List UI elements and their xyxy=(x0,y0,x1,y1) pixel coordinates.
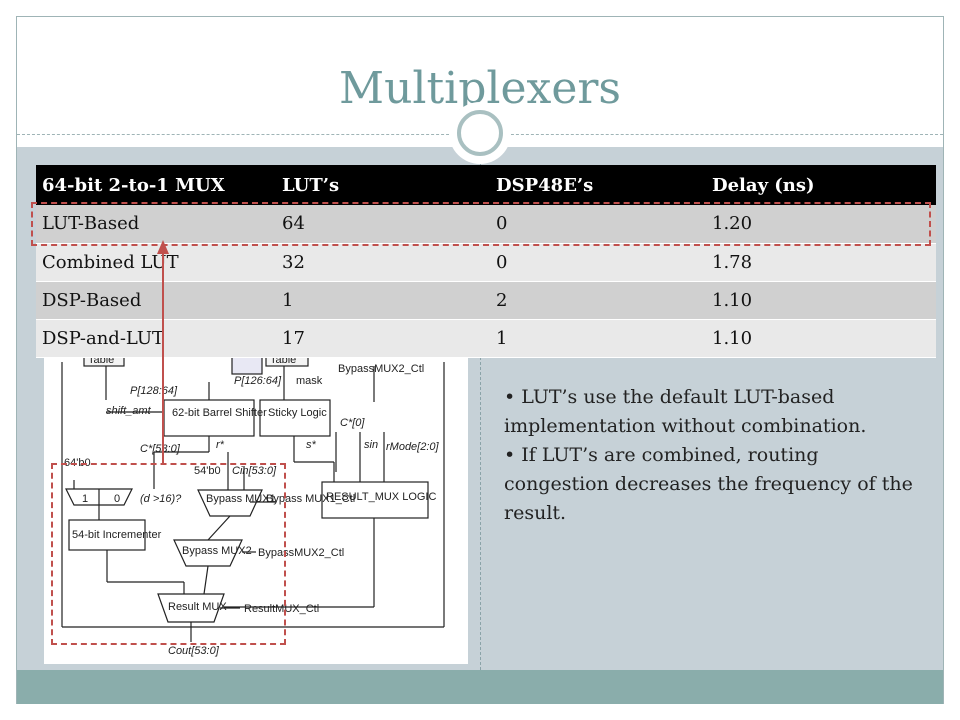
diagram-label-result-mux: Result MUX xyxy=(168,601,227,613)
diagram-label-bypass-mux1: Bypass MUX1 xyxy=(206,493,276,505)
diagram-label-bypass-mux2: Bypass MUX2 xyxy=(182,545,252,557)
diagram-label-p126: P[126:64] xyxy=(234,375,282,387)
table-cell: 1 xyxy=(490,319,706,358)
diagram-label-c-star-0: C*[0] xyxy=(340,417,365,429)
diagram-label-bypass-mux2-ctl: BypassMUX2_Ctl xyxy=(258,547,344,559)
diagram-label-mux-in-1: 1 xyxy=(82,493,88,505)
table-cell: 1 xyxy=(276,281,490,320)
diagram-label-p128: P[128:64] xyxy=(130,385,178,397)
table-header-row: 64-bit 2-to-1 MUX LUT’s DSP48E’s Delay (… xyxy=(36,165,936,205)
diagram-label-54b0: 54'b0 xyxy=(194,465,221,477)
table-row: LUT-Based 64 0 1.20 xyxy=(36,205,936,244)
diagram-label-c-in: Cin[53:0] xyxy=(232,465,277,477)
footer-bar xyxy=(17,670,943,704)
table-cell: 64 xyxy=(276,205,490,244)
diagram-label-bypass-ctl-top: BypassMUX2_Ctl xyxy=(338,363,424,375)
diagram-label-sticky-logic: Sticky Logic xyxy=(268,407,327,419)
diagram-label-s-in: sin xyxy=(364,439,378,451)
diagram-label-incrementer: 54-bit Incrementer xyxy=(72,529,162,541)
table-cell: 0 xyxy=(490,205,706,244)
table-row: Combined LUT 32 0 1.78 xyxy=(36,243,936,282)
diagram-label-c-out: Cout[53:0] xyxy=(168,645,220,657)
diagram-label-c-star-53: C*[53:0] xyxy=(140,443,181,455)
column-divider xyxy=(480,147,481,670)
diagram-label-r-star: r* xyxy=(216,439,225,451)
diagram-label-condition: (d >16)? xyxy=(140,493,182,505)
mux-comparison-table: 64-bit 2-to-1 MUX LUT’s DSP48E’s Delay (… xyxy=(36,165,936,358)
table-cell: 0 xyxy=(490,243,706,282)
table-cell: DSP-and-LUT xyxy=(36,319,276,358)
row-highlight-box xyxy=(31,202,931,246)
diagram-label-s-star: s* xyxy=(306,439,317,451)
table-header-cell: DSP48E’s xyxy=(490,165,706,205)
table-cell: 32 xyxy=(276,243,490,282)
table-cell: 1.10 xyxy=(706,281,936,320)
diagram-label-mask: mask xyxy=(296,375,323,387)
bullet-item: LUT’s use the default LUT-based implemen… xyxy=(504,383,924,441)
table-header-cell: 64-bit 2-to-1 MUX xyxy=(36,165,276,205)
diagram-label-barrel-shifter: 62-bit Barrel Shifter xyxy=(172,407,267,419)
table-row: DSP-and-LUT 17 1 1.10 xyxy=(36,319,936,358)
diagram-label-shift-amt: shift_amt xyxy=(106,405,152,417)
table-cell: 1.10 xyxy=(706,319,936,358)
diagram-highlight-box xyxy=(51,463,286,645)
bullet-list: LUT’s use the default LUT-based implemen… xyxy=(504,383,924,528)
circuit-diagram: Table Table BypassMUX2_Ctl P[128:64] P[1… xyxy=(44,352,468,664)
table-cell: 1.78 xyxy=(706,243,936,282)
diagram-label-rmode: rMode[2:0] xyxy=(386,441,440,453)
table-cell: DSP-Based xyxy=(36,281,276,320)
diagram-label-result-mux-logic: RESULT_MUX LOGIC xyxy=(326,491,436,503)
diagram-label-table-left: Table xyxy=(88,354,114,366)
table-cell: 17 xyxy=(276,319,490,358)
diagram-label-bypass-mux1-ctl: Bypass MUX1_Ctl xyxy=(266,493,355,505)
table-header-cell: Delay (ns) xyxy=(706,165,936,205)
table-header-cell: LUT’s xyxy=(276,165,490,205)
table-cell: 1.20 xyxy=(706,205,936,244)
table-cell: LUT-Based xyxy=(36,205,276,244)
table-cell: 2 xyxy=(490,281,706,320)
table-cell: Combined LUT xyxy=(36,243,276,282)
circuit-diagram-svg: Table Table BypassMUX2_Ctl P[128:64] P[1… xyxy=(61,352,445,657)
diagram-label-table-right: Table xyxy=(270,354,296,366)
bullet-item: If LUT’s are combined, routing congestio… xyxy=(504,441,924,528)
diagram-label-result-mux-ctl: ResultMUX_Ctl xyxy=(244,603,319,615)
table-row: DSP-Based 1 2 1.10 xyxy=(36,281,936,320)
diagram-label-mux-in-0: 0 xyxy=(114,493,120,505)
circle-ring-icon xyxy=(457,110,503,156)
